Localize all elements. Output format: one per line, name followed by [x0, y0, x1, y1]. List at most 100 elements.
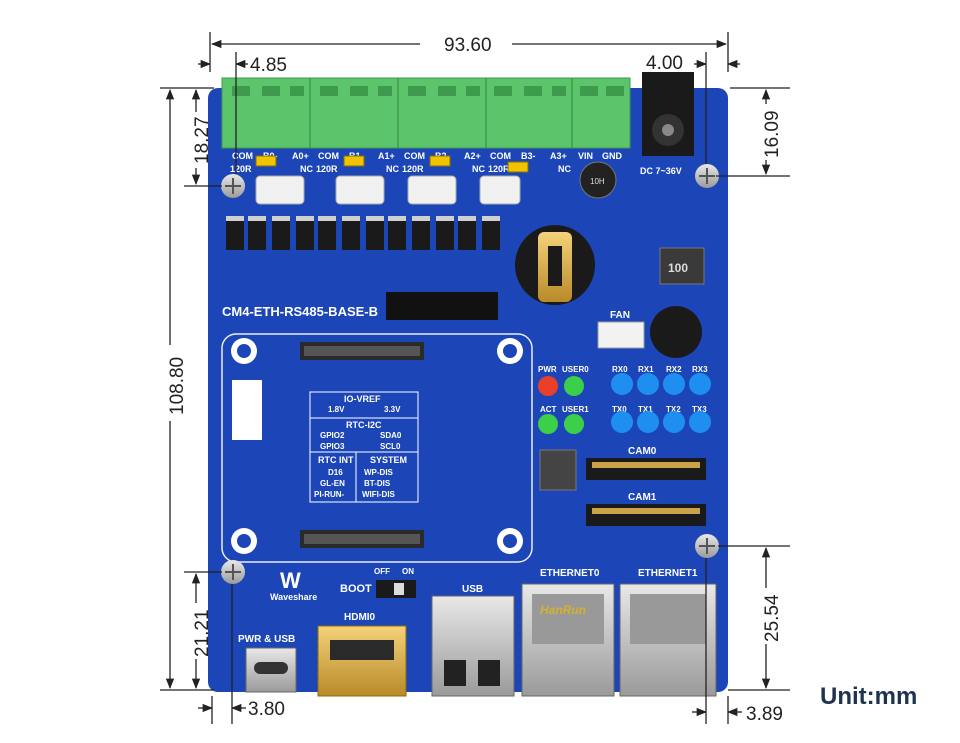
system-r0: WP-DIS	[364, 468, 394, 477]
t3-label-0: COM	[490, 151, 511, 161]
fan-label: FAN	[610, 310, 630, 321]
system-r1: BT-DIS	[364, 479, 391, 488]
rtc-i2c-r1-a: GPIO3	[320, 442, 345, 451]
led-tx2-label: TX2	[666, 405, 681, 414]
ethernet0-port: HanRun	[521, 583, 615, 697]
io-vref-title: IO-VREF	[344, 394, 381, 404]
jumper-config-area: IO-VREF 1.8V 3.3V RTC-I2C GPIO2 SDA0 GPI…	[309, 391, 419, 503]
dim-bottom-right-offset: 3.89	[746, 704, 783, 725]
gnd-label: GND	[602, 151, 623, 161]
cam0-label: CAM0	[628, 446, 657, 457]
rtc-i2c-r0-a: GPIO2	[320, 431, 345, 440]
usb-label: USB	[462, 584, 483, 595]
dim-bottom-left-offset: 3.80	[248, 699, 285, 720]
eth0-label: ETHERNET0	[540, 568, 600, 579]
tvs-diodes	[226, 216, 500, 250]
dim-top-left-offset: 4.85	[250, 55, 287, 76]
led-tx0-label: TX0	[612, 405, 627, 414]
led-rx1-label: RX1	[638, 365, 654, 374]
t3-sub-0: 120R	[488, 164, 510, 174]
dim-right-bottom-hole: 25.54	[762, 594, 783, 642]
inductor-small	[539, 449, 577, 491]
t1-sub-0: 120R	[316, 164, 338, 174]
rj45-brand: HanRun	[540, 603, 586, 617]
io-vref-opt-1: 3.3V	[384, 405, 401, 414]
t3-sub-1: NC	[558, 164, 571, 174]
t1-label-2: A1+	[378, 151, 395, 161]
t1-label-0: COM	[318, 151, 339, 161]
hdmi-port	[317, 625, 407, 697]
rtc-int-r0: D16	[328, 468, 343, 477]
rtc-battery-holder	[515, 225, 595, 305]
boot-on-label: ON	[402, 567, 414, 576]
power-inductor: 100	[659, 247, 705, 285]
led-pwr-label: PWR	[538, 365, 557, 374]
dim-total-width: 93.60	[444, 35, 492, 56]
t2-label-0: COM	[404, 151, 425, 161]
fan-header	[597, 321, 645, 349]
led-tx3-label: TX3	[692, 405, 707, 414]
dc-label: DC 7~36V	[640, 166, 682, 176]
rtc-int-r1: GL-EN	[320, 479, 345, 488]
waveshare-brand: Waveshare	[270, 592, 317, 602]
dc-power-jack	[642, 72, 694, 156]
rtc-i2c-r1-b: SCL0	[380, 442, 401, 451]
jumpers	[255, 155, 529, 173]
t0-sub-1: NC	[300, 164, 313, 174]
cam1-label: CAM1	[628, 492, 657, 503]
rtc-i2c-r0-b: SDA0	[380, 431, 402, 440]
t2-label-2: A2+	[464, 151, 481, 161]
waveshare-logo: W	[280, 568, 301, 593]
boot-label: BOOT	[340, 583, 372, 595]
dim-left-top-hole: 18.27	[192, 116, 213, 164]
usb-c-port	[245, 647, 297, 693]
dim-left-bottom-hole: 21.21	[192, 609, 213, 657]
cm4-outline	[221, 333, 533, 563]
led-tx1-label: TX1	[638, 405, 653, 414]
board-model-block	[386, 292, 498, 320]
system-title: SYSTEM	[370, 455, 407, 465]
buzzer	[650, 306, 702, 358]
electrolytic-capacitor: 10H	[579, 161, 617, 199]
t3-label-1: B3-	[521, 151, 536, 161]
t3-label-2: A3+	[550, 151, 567, 161]
status-leds: PWR USER0 ACT USER1 RX0 RX1 RX2 RX3 TX0 …	[538, 365, 711, 434]
system-r2: WIFI-DIS	[362, 490, 396, 499]
rtc-int-title: RTC INT	[318, 455, 354, 465]
dim-top-right-offset: 4.00	[646, 53, 683, 74]
eth1-label: ETHERNET1	[638, 568, 698, 579]
pwr-usb-label: PWR & USB	[238, 634, 295, 645]
dim-total-height: 108.80	[167, 357, 188, 415]
board-screws	[221, 164, 719, 584]
t0-sub-0: 120R	[230, 164, 252, 174]
ethernet1-port	[619, 583, 717, 697]
cap-label: 10H	[590, 177, 605, 186]
rtc-int-r2: PI-RUN-	[314, 490, 345, 499]
boot-off-label: OFF	[374, 567, 390, 576]
led-rx2-label: RX2	[666, 365, 682, 374]
t2-sub-1: NC	[472, 164, 485, 174]
cam0-connector	[586, 458, 706, 480]
t1-sub-1: NC	[386, 164, 399, 174]
led-user0-label: USER0	[562, 365, 589, 374]
led-act-label: ACT	[540, 405, 557, 414]
usb-port	[431, 595, 515, 697]
unit-label: Unit:mm	[820, 683, 918, 710]
pcb: COM B0- A0+ 120R NC COM B1- A1+ 120R NC …	[208, 72, 728, 697]
io-vref-opt-0: 1.8V	[328, 405, 345, 414]
rtc-i2c-title: RTC-I2C	[346, 420, 382, 430]
t2-sub-0: 120R	[402, 164, 424, 174]
inductor-label: 100	[668, 261, 688, 275]
cam1-connector	[586, 504, 706, 526]
white-label-patch	[232, 380, 262, 440]
vin-label: VIN	[578, 151, 593, 161]
fuses	[255, 175, 521, 205]
led-user1-label: USER1	[562, 405, 589, 414]
t0-label-0: COM	[232, 151, 253, 161]
t0-label-2: A0+	[292, 151, 309, 161]
led-rx3-label: RX3	[692, 365, 708, 374]
rs485-terminal-blocks	[221, 77, 631, 149]
module-mount-holes	[231, 338, 523, 554]
led-rx0-label: RX0	[612, 365, 628, 374]
